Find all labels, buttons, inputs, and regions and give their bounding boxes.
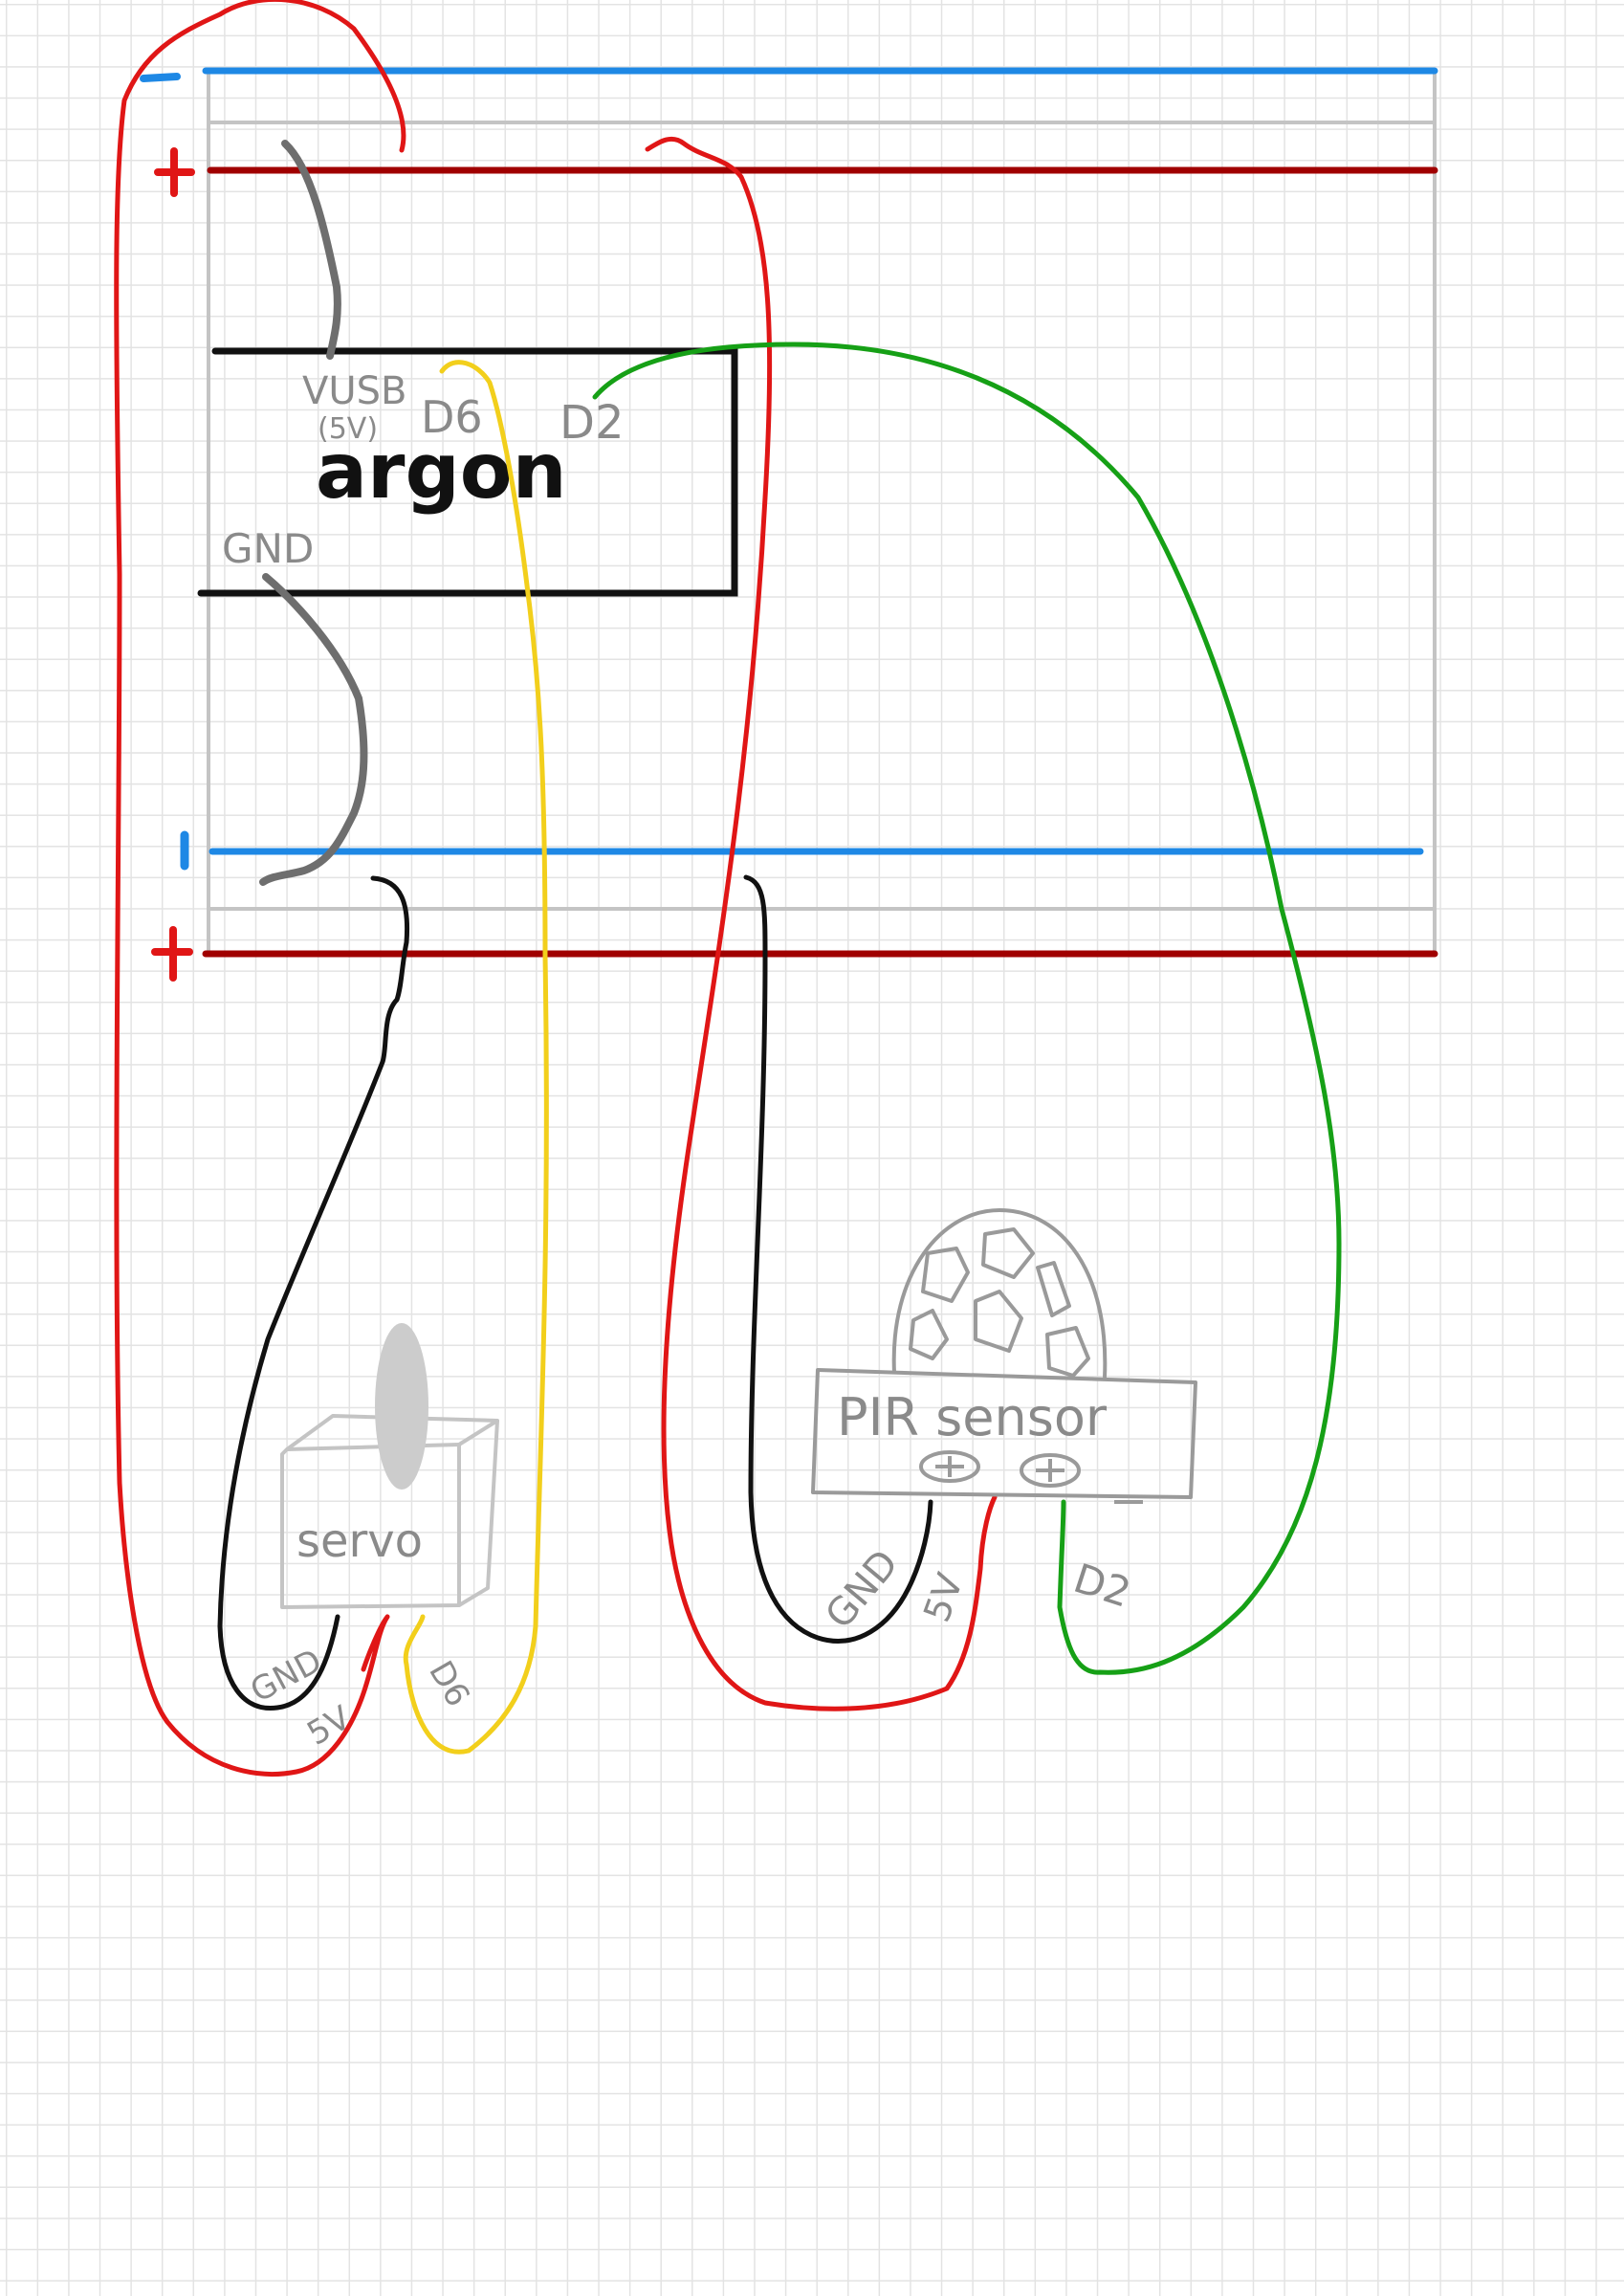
pir-d2-label: D2: [1068, 1555, 1136, 1617]
top-minus-label: –: [0, 0, 1, 1]
servo-power-wire: [114, 0, 406, 1777]
gnd-jumper: [259, 573, 368, 886]
pir-dome: [891, 1208, 1108, 1379]
pir-pin-markers: [919, 1450, 1081, 1488]
argon-gnd-label: GND: [222, 525, 314, 572]
vusb-jumper: [281, 140, 341, 360]
argon-vusb-label: VUSB: [302, 369, 406, 413]
bottom-plus-mark: [151, 926, 193, 982]
d6-signal-wire: [403, 360, 549, 1755]
argon-vusb-note: (5V): [318, 412, 378, 446]
servo-label: servo: [296, 1514, 423, 1568]
servo-gnd-label: GND: [244, 1642, 328, 1711]
top-plus-mark: [154, 147, 195, 197]
pir-ground-wire: [743, 874, 933, 1644]
servo-d6-label: D6: [421, 1655, 477, 1713]
pir-lens-facets: [909, 1227, 1090, 1378]
argon-board: [197, 347, 738, 597]
pir-5v-label: 5V: [915, 1568, 972, 1627]
argon-d6-label: D6: [421, 391, 483, 443]
breadboard: [207, 72, 1437, 957]
argon-label: argon: [316, 427, 567, 516]
argon-d2-label: D2: [560, 396, 625, 450]
pir-board: [811, 1368, 1197, 1499]
top-minus-mark: [140, 73, 181, 82]
servo-5v-label: 5V: [301, 1699, 358, 1754]
servo-ground-wire: [217, 875, 410, 1711]
servo-horn: [375, 1323, 428, 1490]
pir-sensor: [811, 1208, 1197, 1504]
d2-signal-wire: [592, 342, 1342, 1675]
pir-power-wire: [645, 136, 998, 1711]
pir-label: PIR sensor: [837, 1387, 1108, 1447]
pir-gnd-label: GND: [817, 1542, 907, 1638]
